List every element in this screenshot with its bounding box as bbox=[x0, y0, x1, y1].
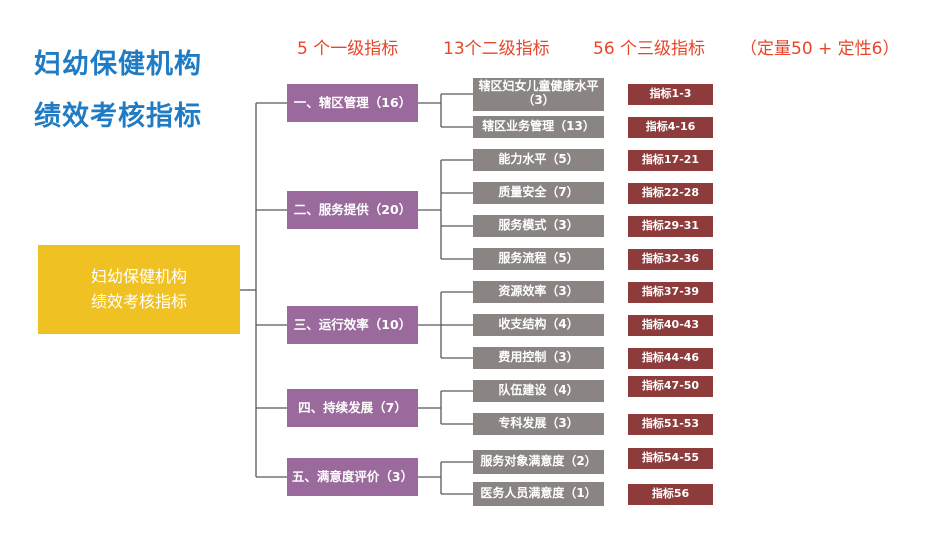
summary-level2-count: 13个二级指标 bbox=[443, 39, 550, 59]
level3-indicator-range: 指标32-36 bbox=[628, 248, 713, 270]
level2-subcategory: 费用控制（3） bbox=[473, 347, 604, 369]
summary-level1-count: 5 个一级指标 bbox=[297, 39, 399, 59]
level3-indicator-range: 指标56 bbox=[628, 483, 713, 505]
root-node-line2: 绩效考核指标 bbox=[90, 291, 187, 311]
level2-subcategory: 资源效率（3） bbox=[473, 281, 604, 303]
level2-subcategory: 专科发展（3） bbox=[473, 413, 604, 435]
summary-quant-qual-note: （定量50 + 定性6） bbox=[740, 39, 900, 59]
level1-category: 四、持续发展（7） bbox=[287, 389, 418, 427]
level3-indicator-range: 指标29-31 bbox=[628, 215, 713, 237]
level1-category: 二、服务提供（20） bbox=[287, 191, 418, 229]
level3-indicator-range: 指标37-39 bbox=[628, 281, 713, 303]
level2-subcategory: 队伍建设（4） bbox=[473, 380, 604, 402]
level2-subcategory: 收支结构（4） bbox=[473, 314, 604, 336]
level3-indicator-range: 指标54-55 bbox=[628, 447, 713, 469]
level2-subcategory: 医务人员满意度（1） bbox=[473, 482, 604, 506]
level3-indicator-range: 指标4-16 bbox=[628, 116, 713, 138]
level2-subcategory: 服务对象满意度（2） bbox=[473, 450, 604, 474]
level3-indicator-range: 指标17-21 bbox=[628, 149, 713, 171]
level2-subcategory: 辖区妇女儿童健康水平（3） bbox=[473, 77, 604, 111]
level2-subcategory: 辖区业务管理（13） bbox=[473, 116, 604, 138]
page-title-line1: 妇幼保健机构 bbox=[34, 49, 202, 80]
level1-category: 五、满意度评价（3） bbox=[287, 458, 418, 496]
level2-subcategory: 能力水平（5） bbox=[473, 149, 604, 171]
level3-indicator-range: 指标1-3 bbox=[628, 83, 713, 105]
root-node-line1: 妇幼保健机构 bbox=[90, 266, 187, 286]
root-node: 妇幼保健机构 绩效考核指标 bbox=[38, 245, 240, 334]
level3-indicator-range: 指标44-46 bbox=[628, 347, 713, 369]
level2-subcategory: 服务模式（3） bbox=[473, 215, 604, 237]
level2-subcategory: 质量安全（7） bbox=[473, 182, 604, 204]
page-title-line2: 绩效考核指标 bbox=[34, 101, 202, 132]
level3-indicator-range: 指标40-43 bbox=[628, 314, 713, 336]
level3-indicator-range: 指标51-53 bbox=[628, 413, 713, 435]
level1-category: 三、运行效率（10） bbox=[287, 306, 418, 344]
level2-subcategory: 服务流程（5） bbox=[473, 248, 604, 270]
summary-level3-count: 56 个三级指标 bbox=[593, 39, 706, 59]
level1-category: 一、辖区管理（16） bbox=[287, 84, 418, 122]
level3-indicator-range: 指标22-28 bbox=[628, 182, 713, 204]
level3-indicator-range: 指标47-50 bbox=[628, 375, 713, 397]
